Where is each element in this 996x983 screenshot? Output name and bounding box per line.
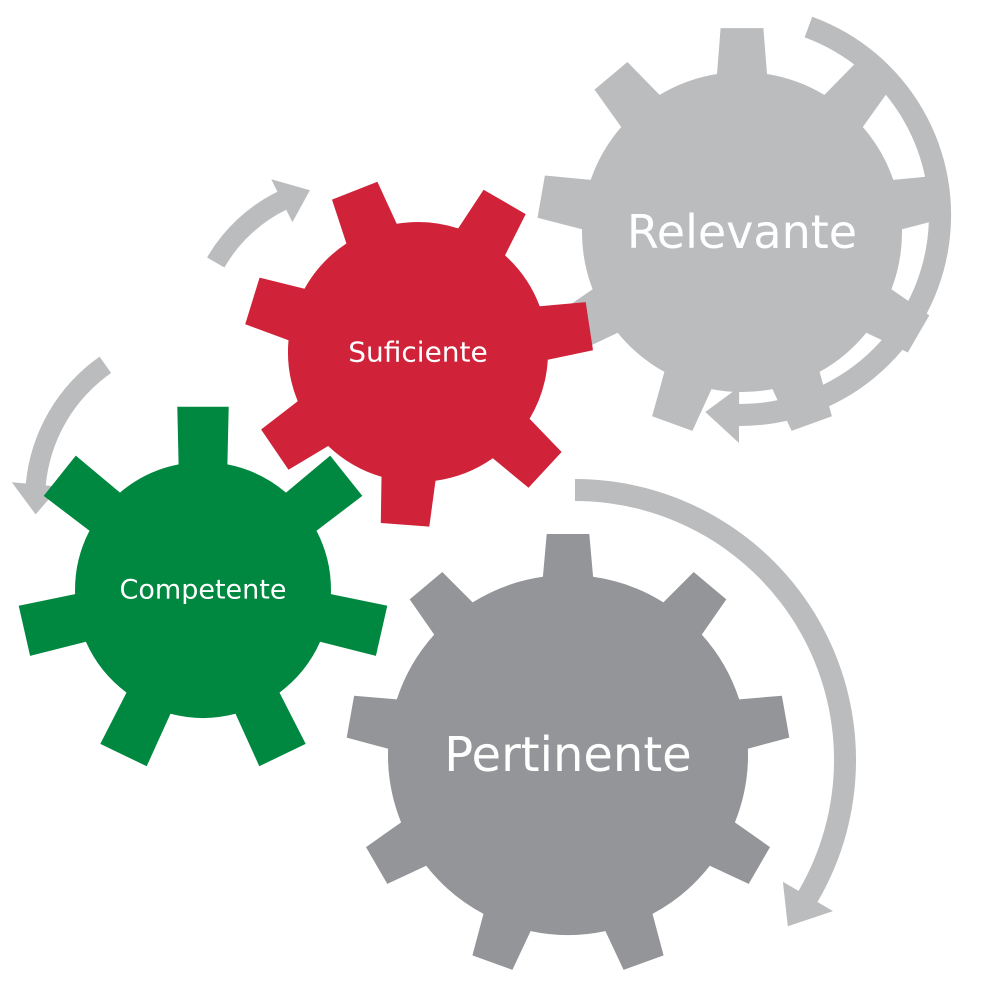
gear-relevante: Relevante [537, 28, 947, 431]
gear-suficiente: Suficiente [245, 181, 593, 527]
gear-competente-label: Competente [120, 575, 287, 606]
rotation-arrow-pertinente [575, 479, 857, 927]
gear-pertinente-shape [346, 534, 790, 970]
rotation-arrow-competente [11, 356, 112, 515]
gear-relevante-label: Relevante [627, 205, 857, 259]
gear-pertinente: Pertinente [346, 534, 790, 970]
gear-relevante-shape [537, 28, 947, 431]
gear-pertinente-label: Pertinente [444, 727, 691, 783]
gear-competente-shape [18, 406, 388, 767]
gear-competente: Competente [18, 406, 388, 767]
rotation-arrow-suficiente [207, 179, 310, 268]
gear-suficiente-label: Suficiente [348, 336, 488, 369]
gear-suficiente-shape [245, 181, 593, 527]
